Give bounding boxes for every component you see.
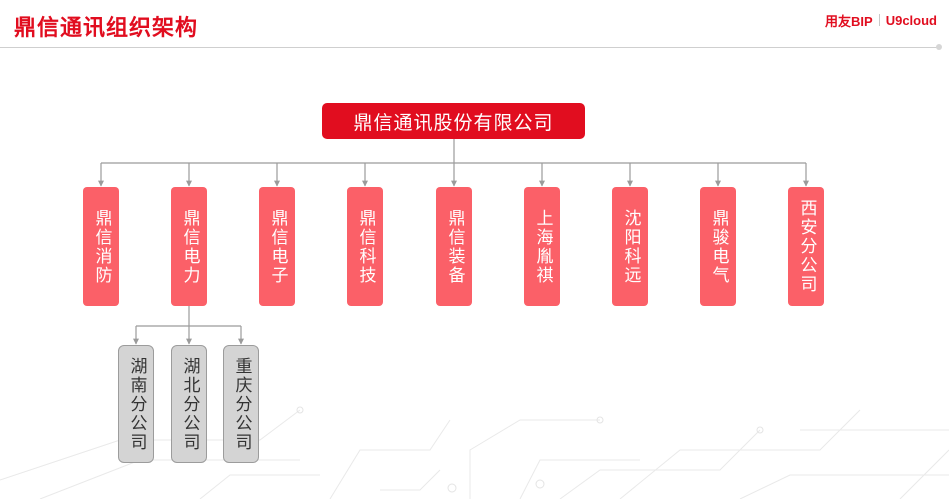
branch-node: 重庆分公司 — [223, 345, 259, 463]
subsidiary-label: 鼎信电力 — [179, 208, 200, 285]
page-title: 鼎信通讯组织架构 — [14, 16, 199, 41]
root-company-label: 鼎信通讯股份有限公司 — [353, 111, 554, 134]
subsidiary-label: 沈阳科远 — [620, 208, 641, 285]
branch-label: 湖南分公司 — [126, 356, 147, 452]
brand-logo: 用友BIP U9cloud — [825, 11, 937, 29]
subsidiary-label: 鼎信电子 — [267, 208, 288, 285]
brand-primary: 用友BIP — [825, 13, 873, 29]
subsidiary-node: 上海胤祺 — [524, 187, 560, 306]
subsidiary-node: 沈阳科远 — [612, 187, 648, 306]
subsidiary-label: 鼎信消防 — [91, 208, 112, 285]
subsidiary-label: 鼎骏电气 — [708, 208, 729, 285]
brand-divider — [878, 14, 880, 26]
root-company-node: 鼎信通讯股份有限公司 — [322, 103, 585, 139]
branch-node: 湖南分公司 — [118, 345, 154, 463]
branch-label: 湖北分公司 — [179, 356, 200, 452]
subsidiary-node: 西安分公司 — [788, 187, 824, 306]
subsidiary-node: 鼎信科技 — [347, 187, 383, 306]
subsidiary-label: 鼎信科技 — [355, 208, 376, 285]
subsidiary-node: 鼎信消防 — [83, 187, 119, 306]
header-divider — [0, 47, 937, 48]
branch-label: 重庆分公司 — [231, 356, 252, 452]
subsidiary-label: 上海胤祺 — [532, 208, 553, 285]
branch-node: 湖北分公司 — [171, 345, 207, 463]
background-circuit-pattern — [0, 406, 949, 499]
subsidiary-node: 鼎信电力 — [171, 187, 207, 306]
header-divider-dot — [936, 44, 942, 50]
subsidiary-node: 鼎信电子 — [259, 187, 295, 306]
subsidiary-node: 鼎信装备 — [436, 187, 472, 306]
subsidiary-label: 鼎信装备 — [444, 208, 465, 285]
subsidiary-label: 西安分公司 — [796, 199, 817, 294]
brand-secondary: U9cloud — [885, 12, 937, 28]
subsidiary-node: 鼎骏电气 — [700, 187, 736, 306]
